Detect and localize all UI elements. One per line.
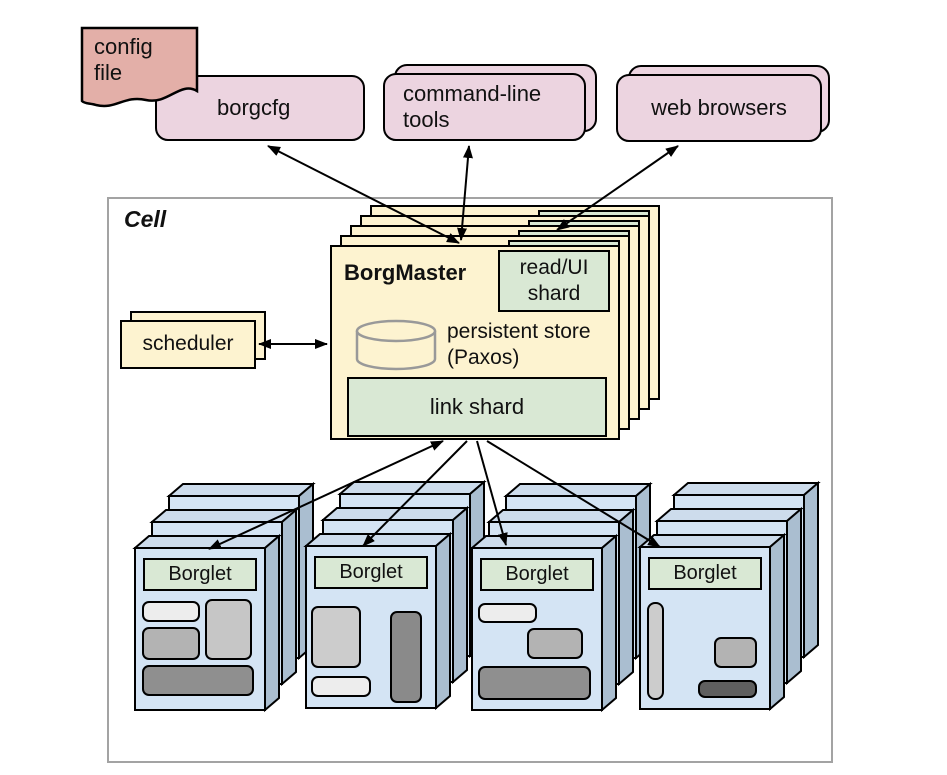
task-rect xyxy=(142,601,200,622)
borgmaster-node: BorgMaster read/UI shard persistent stor… xyxy=(330,245,620,440)
borgcfg-node: borgcfg xyxy=(155,75,365,141)
command-line-tools-node: command-line tools xyxy=(383,73,586,141)
task-rect xyxy=(478,603,537,623)
task-rect xyxy=(390,611,422,703)
borgmaster-label: BorgMaster xyxy=(344,260,467,285)
scheduler-label: scheduler xyxy=(142,332,234,356)
command-line-tools-label: command-line tools xyxy=(403,81,542,132)
persistent-store-label: persistent store (Paxos) xyxy=(447,320,591,370)
borglet-label: Borglet xyxy=(673,562,737,584)
scheduler-node: scheduler xyxy=(120,320,256,369)
task-rect xyxy=(478,666,591,700)
task-rect xyxy=(698,680,757,698)
borglet-node-1: Borglet xyxy=(143,558,257,591)
borglet-label: Borglet xyxy=(339,561,403,583)
task-rect xyxy=(142,665,254,696)
read-ui-shard-node: read/UI shard xyxy=(498,250,610,312)
link-shard-label: link shard xyxy=(429,394,525,420)
read-ui-shard-label: read/UI shard xyxy=(519,255,589,305)
task-rect xyxy=(527,628,583,659)
borgcfg-label: borgcfg xyxy=(217,95,291,121)
web-browsers-node: web browsers xyxy=(616,74,822,142)
task-rect xyxy=(142,627,200,660)
task-rect xyxy=(647,602,664,700)
task-rect xyxy=(714,637,757,668)
web-browsers-label: web browsers xyxy=(651,95,787,121)
link-shard-node: link shard xyxy=(347,377,607,437)
task-rect xyxy=(311,606,361,668)
borglet-label: Borglet xyxy=(168,563,232,585)
config-file-label: config file xyxy=(94,34,153,85)
borglet-node-2: Borglet xyxy=(314,556,428,589)
borglet-node-3: Borglet xyxy=(480,558,594,591)
borglet-label: Borglet xyxy=(505,563,569,585)
borglet-node-4: Borglet xyxy=(648,557,762,590)
task-rect xyxy=(311,676,371,697)
task-rect xyxy=(205,599,252,660)
cell-title: Cell xyxy=(124,206,167,232)
